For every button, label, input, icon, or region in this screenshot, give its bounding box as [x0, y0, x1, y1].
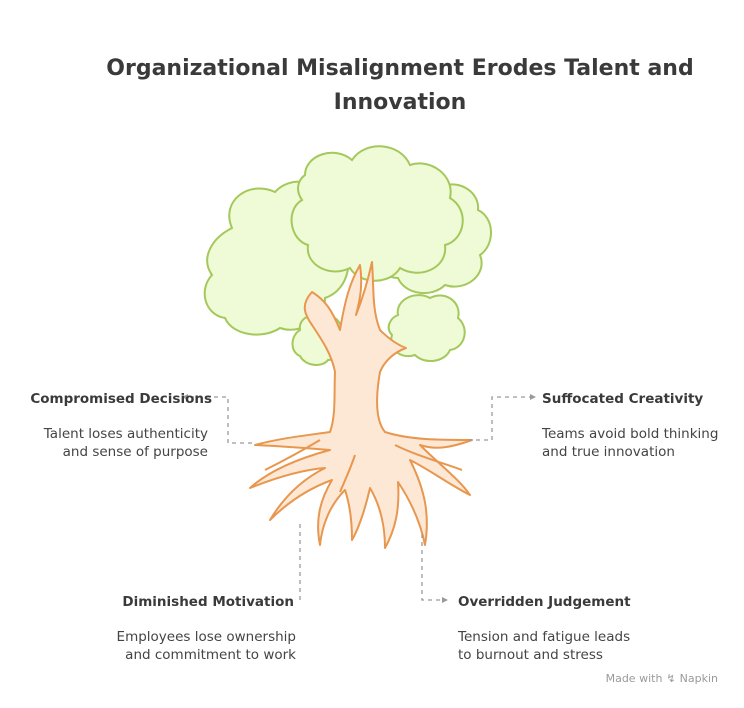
- diagram-title: Organizational Misalignment Erodes Talen…: [106, 56, 694, 115]
- label-suffocated-creativity-title: Suffocated Creativity: [542, 391, 704, 407]
- tree-foliage: [203, 145, 492, 366]
- root-detail-1: [264, 439, 321, 471]
- trunk-body: [249, 261, 473, 549]
- arrow-head-compromised: [182, 394, 188, 400]
- napkin-brand-text: Napkin: [679, 672, 718, 685]
- arrow-head-suffocated: [530, 394, 536, 400]
- root-detail-3: [339, 454, 356, 493]
- foliage-top-cloud: [290, 145, 464, 282]
- napkin-logo-icon: ↯: [666, 672, 676, 685]
- label-diminished-motivation-desc: Employees lose ownership and commitment …: [116, 629, 296, 663]
- root-detail-2: [394, 444, 463, 471]
- made-with-napkin-footer[interactable]: Made with ↯ Napkin: [606, 672, 718, 685]
- foliage-small-right: [387, 294, 466, 362]
- connector-arrows: [182, 394, 536, 603]
- arrow-head-overridden: [442, 597, 448, 603]
- connector-compromised: [190, 396, 255, 444]
- label-suffocated-creativity-desc: Teams avoid bold thinking and true innov…: [542, 426, 719, 460]
- label-diminished-motivation-title: Diminished Motivation: [122, 594, 294, 610]
- label-overridden-judgement-desc: Tension and fatigue leads to burnout and…: [458, 629, 631, 663]
- connector-overridden: [421, 534, 442, 601]
- connector-suffocated: [468, 396, 530, 441]
- label-compromised-decisions-desc: Talent loses authenticity and sense of p…: [43, 426, 208, 460]
- tree-trunk: [249, 261, 473, 549]
- connectors: [190, 396, 530, 602]
- label-compromised-decisions-title: Compromised Decisions: [30, 391, 212, 407]
- label-overridden-judgement-title: Overridden Judgement: [458, 594, 631, 610]
- made-with-text: Made with: [605, 672, 663, 685]
